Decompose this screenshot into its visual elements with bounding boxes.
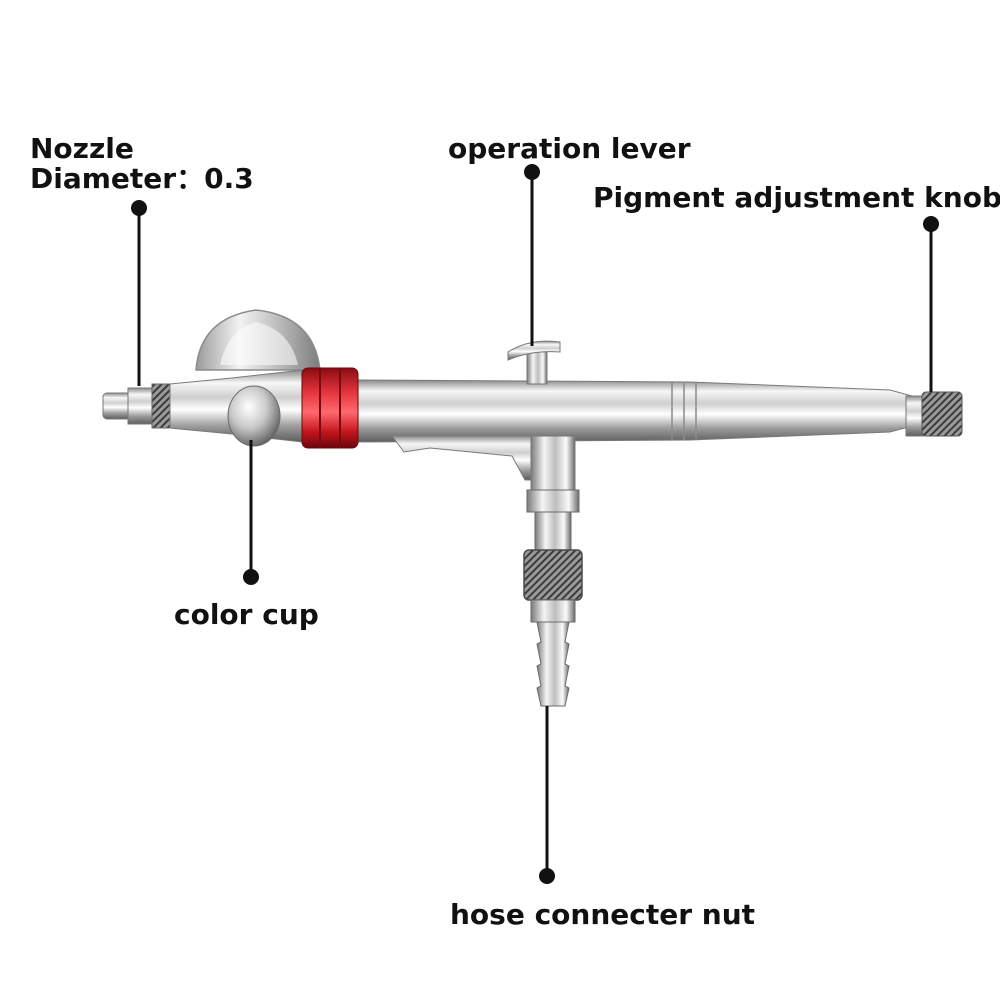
- nozzle-tip: [103, 384, 172, 428]
- main-barrel: [355, 380, 912, 442]
- leader-nozzle: [131, 200, 147, 386]
- air-valve: [527, 436, 579, 552]
- label-color-cup: color cup: [174, 600, 319, 630]
- leader-operation-lever: [524, 164, 540, 346]
- adjustment-knob: [906, 392, 962, 436]
- red-ring: [302, 368, 358, 448]
- leader-hose-nut: [539, 706, 555, 884]
- cup-fitting: [228, 386, 280, 446]
- leader-color-cup: [243, 440, 259, 585]
- label-operation-lever: operation lever: [448, 134, 691, 164]
- label-nozzle: Nozzle: [30, 134, 134, 164]
- color-cup: [196, 310, 320, 370]
- hose-barb: [531, 600, 575, 706]
- leader-pigment-knob: [923, 216, 939, 392]
- trigger-lever: [508, 341, 560, 384]
- hose-nut: [524, 550, 582, 600]
- finger-rest: [392, 436, 545, 480]
- label-hose-nut: hose connecter nut: [450, 900, 755, 930]
- label-pigment-knob: Pigment adjustment knob: [593, 183, 1000, 213]
- label-diameter: Diameter：0.3: [30, 164, 254, 194]
